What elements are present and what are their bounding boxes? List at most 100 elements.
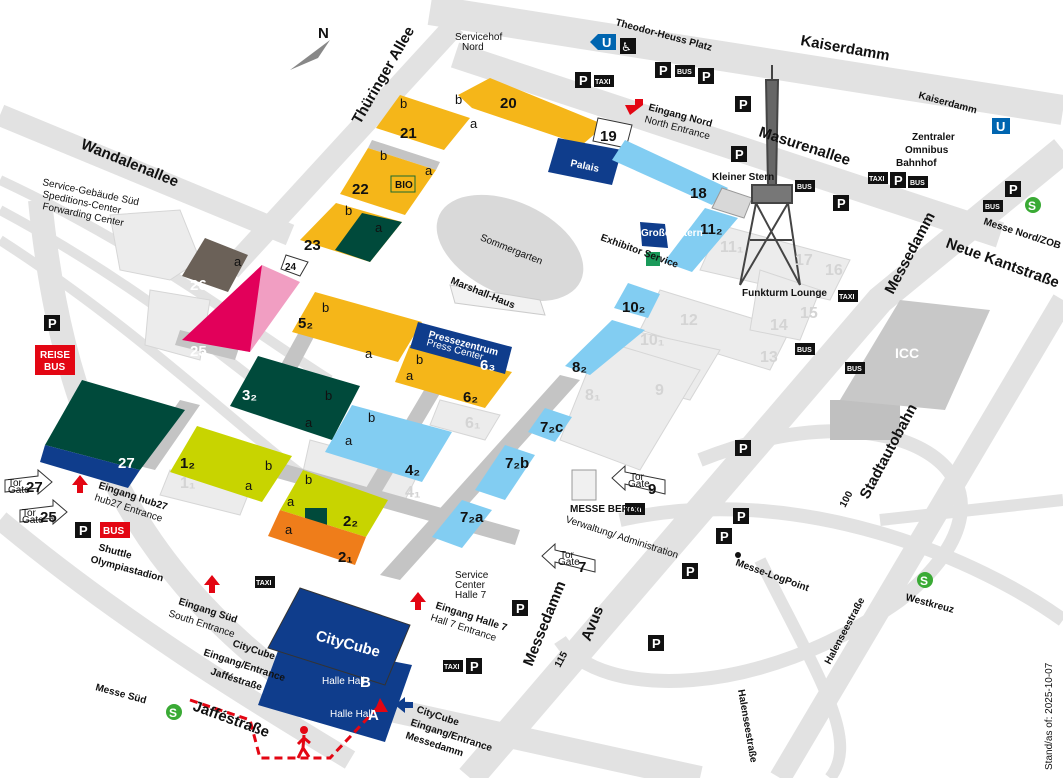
marshall-haus bbox=[449, 284, 546, 316]
hall-11-2[interactable] bbox=[664, 208, 738, 272]
svg-text:BUS: BUS bbox=[797, 184, 812, 191]
hall-21[interactable] bbox=[376, 95, 470, 150]
svg-text:Omnibus: Omnibus bbox=[905, 145, 949, 156]
svg-text:24: 24 bbox=[285, 262, 297, 273]
svg-text:Tor: Tor bbox=[8, 478, 23, 489]
bus-icon: BUS bbox=[795, 180, 815, 192]
svg-text:BUS: BUS bbox=[677, 69, 692, 76]
press-center[interactable] bbox=[410, 322, 512, 374]
svg-text:26: 26 bbox=[190, 277, 207, 294]
svg-text:b: b bbox=[265, 458, 272, 473]
hall7-entrance-arrow bbox=[410, 592, 426, 610]
svg-text:P: P bbox=[739, 97, 748, 112]
svg-text:8₁: 8₁ bbox=[585, 387, 601, 404]
hall-3-2[interactable] bbox=[230, 356, 360, 440]
svg-text:7: 7 bbox=[578, 559, 586, 576]
grosser-stern[interactable] bbox=[640, 222, 668, 248]
svg-text:P: P bbox=[702, 69, 711, 84]
hall-8-2[interactable] bbox=[565, 320, 645, 375]
svg-text:P: P bbox=[737, 509, 746, 524]
hall-6-2[interactable] bbox=[395, 345, 512, 408]
parking-icon: P bbox=[466, 658, 482, 674]
hall-7-2b[interactable] bbox=[475, 445, 535, 500]
kleiner-stern[interactable] bbox=[711, 187, 753, 219]
hall-4-2[interactable] bbox=[325, 405, 452, 482]
hall-25-main[interactable] bbox=[182, 265, 262, 352]
svg-text:7₂c: 7₂c bbox=[540, 419, 563, 436]
taxi-icon: TAXI bbox=[443, 660, 463, 672]
parking-icon: P bbox=[575, 72, 591, 88]
taxi-icon: TAXI bbox=[255, 576, 275, 588]
kleiner-stern-label: Kleiner Stern bbox=[712, 172, 774, 183]
svg-text:BUS: BUS bbox=[985, 204, 1000, 211]
hall-24[interactable] bbox=[280, 254, 309, 277]
gate-27[interactable]: Tor Gate 27 bbox=[4, 468, 53, 496]
u-bahn-kaiserdamm-icon: U bbox=[992, 118, 1010, 134]
entrances bbox=[72, 99, 643, 760]
svg-text:Gate: Gate bbox=[22, 515, 44, 526]
svg-text:P: P bbox=[652, 636, 661, 651]
hall-7-2c[interactable] bbox=[528, 408, 572, 442]
svg-text:23: 23 bbox=[304, 237, 321, 254]
svg-text:B: B bbox=[360, 674, 371, 691]
citycube-messedamm-arrow bbox=[395, 697, 413, 713]
taxi-icon: TAXI bbox=[625, 503, 645, 515]
svg-text:P: P bbox=[686, 564, 695, 579]
svg-text:Center: Center bbox=[455, 580, 486, 591]
svg-text:12: 12 bbox=[680, 312, 698, 329]
hall-23a[interactable] bbox=[335, 213, 402, 262]
parking-icon: P bbox=[75, 522, 91, 538]
svg-text:U: U bbox=[996, 119, 1005, 134]
parking-icons[interactable]: P TAXI P BUS P P P BUS P TAXI P BUS P BU… bbox=[44, 62, 1021, 674]
svg-text:Tor: Tor bbox=[560, 550, 575, 561]
svg-text:b: b bbox=[325, 388, 332, 403]
walking-route bbox=[189, 698, 382, 760]
hall-26[interactable] bbox=[182, 238, 248, 292]
hall-2-2[interactable] bbox=[280, 470, 388, 537]
pedestrian-icon bbox=[296, 726, 311, 759]
parking-icon: P bbox=[512, 600, 528, 616]
hall-20[interactable] bbox=[458, 78, 605, 145]
svg-text:Halle Hall: Halle Hall bbox=[330, 709, 373, 720]
svg-text:b: b bbox=[305, 472, 312, 487]
icc-label: ICC bbox=[895, 345, 919, 361]
gate-25[interactable]: Tor Gate 25 bbox=[19, 498, 68, 526]
svg-text:REISE: REISE bbox=[40, 350, 70, 361]
ghost-halls bbox=[109, 209, 990, 516]
svg-text:2₂: 2₂ bbox=[343, 513, 358, 530]
parking-icon: P bbox=[655, 62, 671, 78]
svg-text:a: a bbox=[285, 522, 293, 537]
palais[interactable] bbox=[548, 138, 622, 185]
svg-text:Funkturm Lounge: Funkturm Lounge bbox=[742, 288, 827, 299]
icc-building bbox=[840, 300, 990, 410]
svg-text:11₂: 11₂ bbox=[700, 221, 723, 238]
administration-building bbox=[571, 469, 597, 501]
exhibitor-service-icon bbox=[646, 252, 660, 266]
svg-text:a: a bbox=[470, 116, 478, 131]
hall-22[interactable] bbox=[340, 148, 436, 215]
svg-text:Westkreuz: Westkreuz bbox=[904, 592, 955, 616]
hall-10-2[interactable] bbox=[614, 283, 660, 318]
hall-7-2a[interactable] bbox=[432, 500, 492, 548]
bus-icon: BUS bbox=[845, 362, 865, 374]
gate-7[interactable]: Tor Gate 7 bbox=[541, 542, 596, 576]
hall-1-2[interactable] bbox=[170, 426, 292, 502]
svg-text:P: P bbox=[1009, 182, 1018, 197]
hall-18[interactable] bbox=[612, 140, 728, 205]
transit-labels: U ♿ U S S S bbox=[166, 34, 1041, 720]
sommergarten bbox=[436, 194, 584, 302]
svg-text:1₂: 1₂ bbox=[180, 455, 195, 472]
svg-text:Bahnhof: Bahnhof bbox=[896, 158, 937, 169]
citycube[interactable] bbox=[267, 587, 411, 686]
svg-text:19: 19 bbox=[600, 128, 617, 145]
gate-9[interactable]: Tor Gate 9 bbox=[611, 464, 666, 498]
svg-text:P: P bbox=[516, 601, 525, 616]
hall-2-1[interactable] bbox=[268, 510, 366, 565]
reisebus-parking[interactable]: REISE BUS bbox=[35, 345, 75, 375]
svg-text:P: P bbox=[659, 63, 668, 78]
compass-north-icon: N bbox=[290, 25, 330, 70]
parking-icon: P bbox=[733, 508, 749, 524]
hall-5-2[interactable] bbox=[292, 292, 422, 362]
hub27[interactable] bbox=[45, 380, 185, 470]
